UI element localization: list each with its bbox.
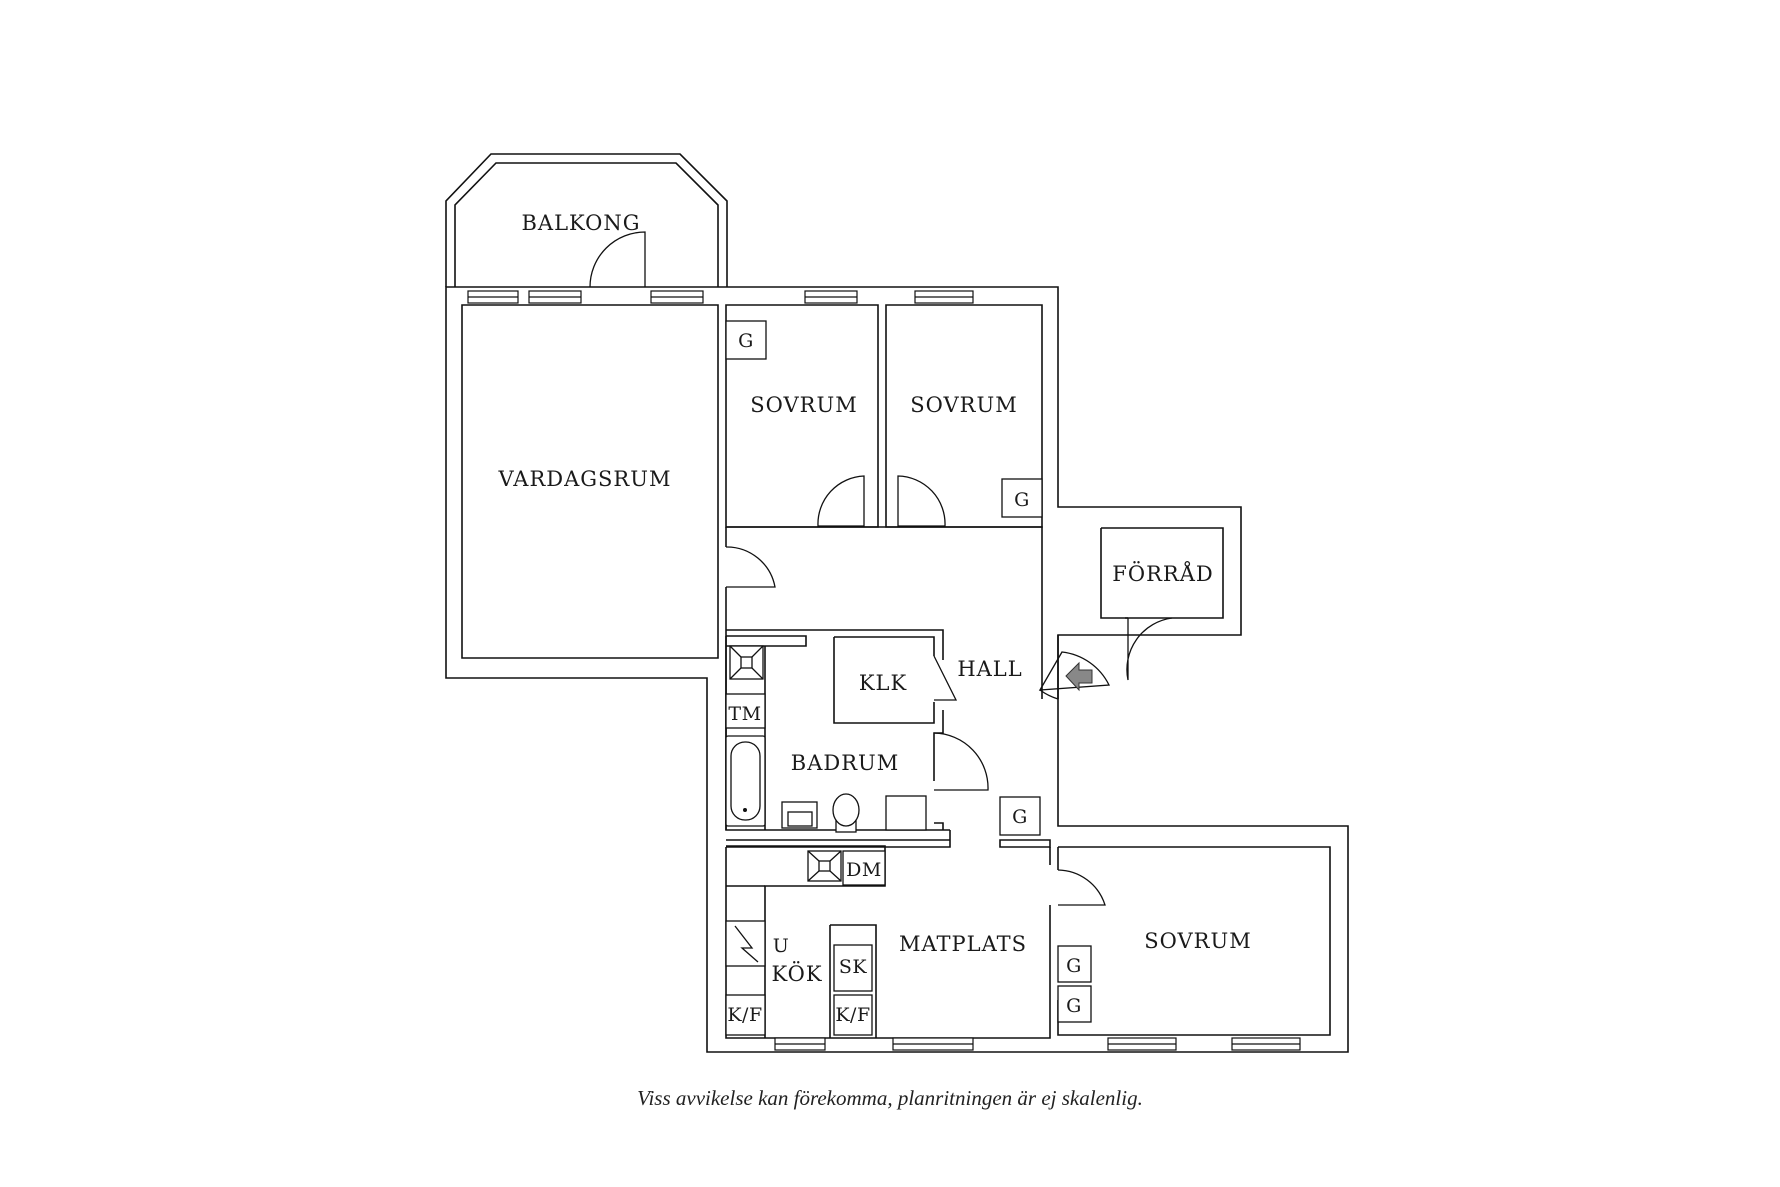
svg-text:U: U	[773, 935, 790, 957]
fixture-g-3: G	[999, 796, 1041, 836]
fixture-g-4: G	[1057, 945, 1092, 983]
room-label-kok: KÖK	[771, 961, 822, 986]
fixture-sk: SK	[833, 944, 873, 992]
room-label-klk: KLK	[859, 671, 907, 695]
fixture-kf-2: K/F	[833, 994, 873, 1036]
svg-text:G: G	[1066, 955, 1082, 977]
fixture-u-label: U	[773, 935, 790, 957]
bathtub-icon	[725, 735, 766, 827]
storage-room	[1100, 527, 1224, 619]
svg-text:TM: TM	[728, 703, 761, 725]
room-label-hall: HALL	[957, 657, 1022, 681]
room-label-vardagsrum: VARDAGSRUM	[498, 467, 672, 491]
fixture-g-1: G	[725, 320, 767, 360]
toilet-icon	[832, 793, 860, 833]
svg-text:G: G	[1014, 489, 1030, 511]
washer-box	[885, 795, 927, 831]
svg-text:SK: SK	[839, 956, 868, 978]
svg-text:G: G	[738, 330, 754, 352]
room-label-matplats: MATPLATS	[899, 932, 1027, 956]
fixture-kf-1: K/F	[725, 994, 766, 1036]
fixture-dm: DM	[842, 850, 886, 886]
entrance-arrow-icon	[1065, 661, 1093, 692]
svg-text:K/F: K/F	[835, 1004, 870, 1026]
svg-text:K/F: K/F	[727, 1004, 762, 1026]
stove-icon	[725, 920, 766, 967]
svg-text:G: G	[1066, 995, 1082, 1017]
fixture-g-5: G	[1057, 985, 1092, 1023]
room-label-balkong: BALKONG	[521, 211, 640, 235]
room-label-forrad: FÖRRÅD	[1112, 561, 1213, 586]
balcony	[445, 153, 728, 287]
svg-text:DM: DM	[846, 859, 882, 881]
dishwasher-icon	[807, 850, 842, 882]
fixture-g-2: G	[1001, 478, 1043, 518]
fixture-tm: TM	[725, 693, 766, 729]
sink-icon	[781, 801, 818, 829]
shower-icon	[729, 645, 764, 680]
disclaimer-caption: Viss avvikelse kan förekomma, planritnin…	[637, 1086, 1143, 1110]
room-label-sovrum-3: SOVRUM	[1144, 929, 1251, 953]
room-label-sovrum-2: SOVRUM	[910, 393, 1017, 417]
room-label-sovrum-1: SOVRUM	[750, 393, 857, 417]
room-label-badrum: BADRUM	[791, 751, 899, 775]
doors	[589, 231, 1173, 906]
svg-text:G: G	[1012, 806, 1028, 828]
windows	[467, 290, 1301, 1051]
